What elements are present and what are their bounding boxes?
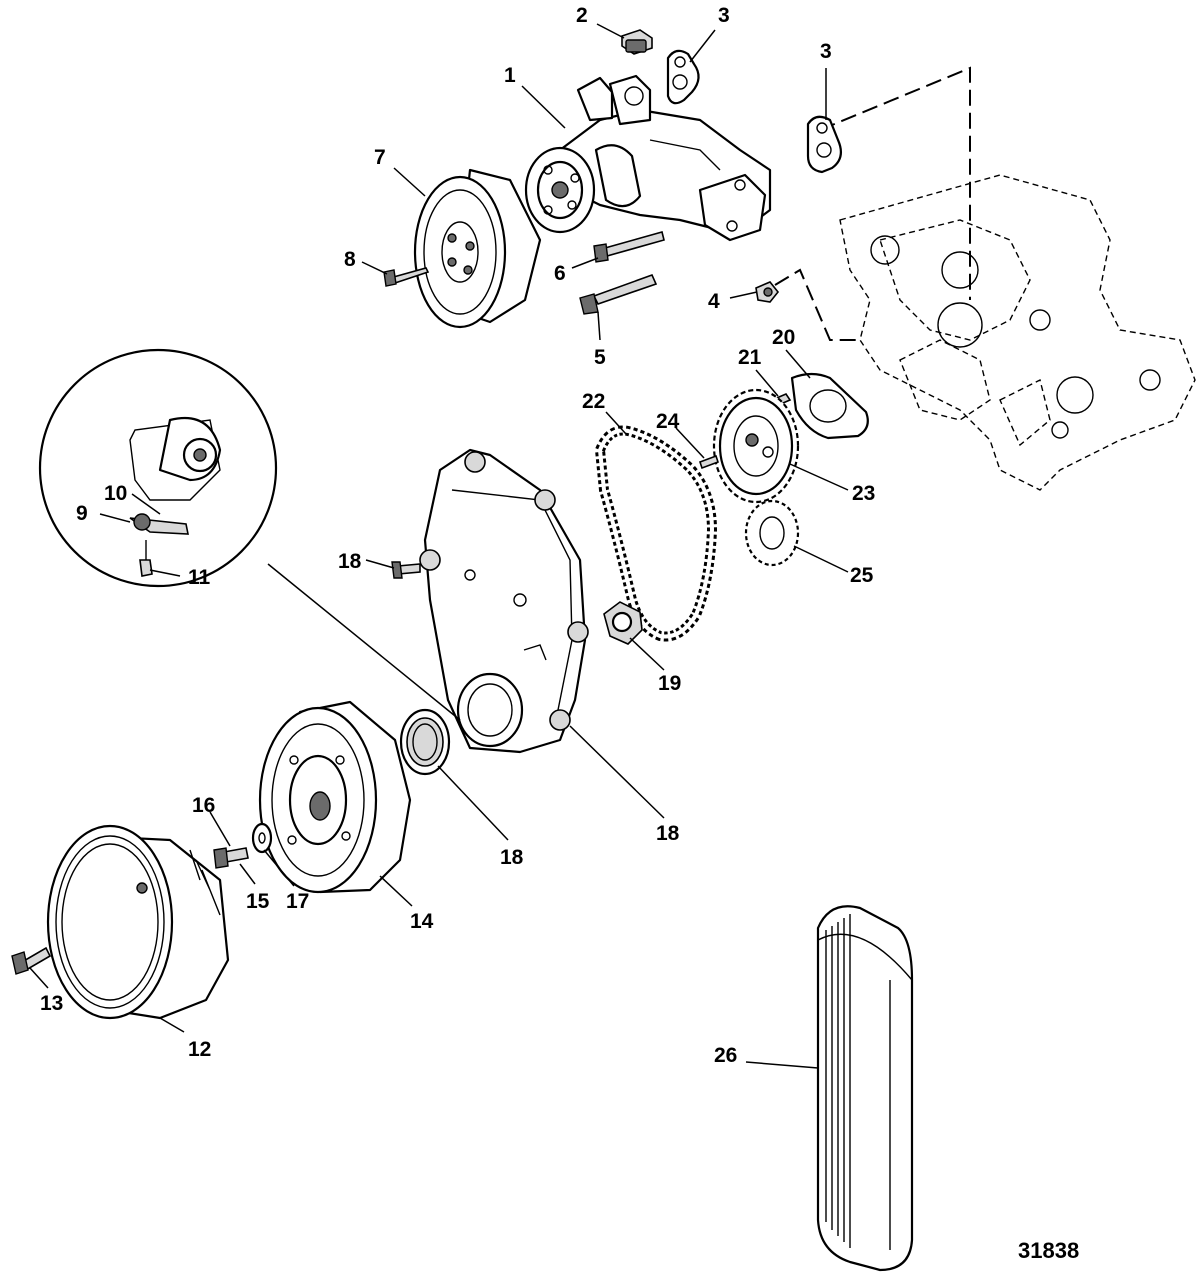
engine-block-outline xyxy=(839,174,1196,491)
alignment-line-nut xyxy=(774,268,860,341)
callout-22: 22 xyxy=(582,390,605,413)
callout-20: 20 xyxy=(772,326,795,349)
callout-18-cover: 18 xyxy=(656,822,680,845)
callout-17: 17 xyxy=(286,890,309,913)
callout-13: 13 xyxy=(40,992,63,1015)
callout-25: 25 xyxy=(850,564,874,587)
balancer-bolt xyxy=(213,847,249,869)
serpentine-belt xyxy=(816,905,914,1272)
leader-lines xyxy=(29,23,849,1069)
bracket-nut xyxy=(755,281,780,303)
callout-24: 24 xyxy=(656,410,680,433)
callout-labels: 1 2 3 3 4 5 6 7 8 9 10 11 12 13 14 15 16… xyxy=(40,4,875,1067)
balancer-washer xyxy=(251,822,273,854)
callout-14: 14 xyxy=(410,910,434,933)
callout-2: 2 xyxy=(576,4,588,27)
callout-18-bolt: 18 xyxy=(338,550,362,573)
callout-18-seal: 18 xyxy=(500,846,524,869)
callout-1: 1 xyxy=(504,64,516,87)
callout-11: 11 xyxy=(188,566,211,589)
callout-7: 7 xyxy=(374,146,386,169)
callout-6: 6 xyxy=(554,262,566,285)
callout-3-right: 3 xyxy=(820,40,832,63)
crank-pulley-bolt xyxy=(11,946,52,975)
front-cover xyxy=(419,448,589,754)
alignment-line-gasket xyxy=(819,66,971,300)
crankshaft-sprocket xyxy=(744,499,800,567)
front-cover-seal xyxy=(399,708,451,776)
callout-8: 8 xyxy=(344,248,356,271)
water-pump-pulley xyxy=(413,168,542,329)
front-cover-bolt xyxy=(391,561,421,579)
callout-16: 16 xyxy=(192,794,215,817)
sensor-inset-detail xyxy=(38,348,278,588)
water-pump-stud xyxy=(579,273,658,315)
callout-4: 4 xyxy=(708,290,720,313)
figure-number: 31838 xyxy=(1018,1238,1079,1263)
callout-19: 19 xyxy=(658,672,681,695)
camshaft-retainer-plate xyxy=(790,372,869,440)
callout-9: 9 xyxy=(76,502,88,525)
crankshaft-pulley xyxy=(46,824,230,1020)
pipe-plug xyxy=(621,29,653,55)
camshaft-sprocket xyxy=(712,388,800,504)
sprocket-bolt xyxy=(698,454,720,470)
harmonic-balancer xyxy=(258,700,412,894)
water-pump-bolt-short xyxy=(593,231,665,263)
callout-5: 5 xyxy=(594,346,606,369)
timing-chain xyxy=(594,425,718,642)
callout-12: 12 xyxy=(188,1038,211,1061)
oil-slinger xyxy=(603,601,643,645)
water-pump-gasket-right xyxy=(806,115,843,174)
callout-26: 26 xyxy=(714,1044,737,1067)
callout-21: 21 xyxy=(738,346,762,369)
water-pump xyxy=(524,74,772,242)
callout-23: 23 xyxy=(852,482,875,505)
water-pump-gasket-left xyxy=(666,49,700,105)
callout-3-top: 3 xyxy=(718,4,730,27)
callout-10: 10 xyxy=(104,482,127,505)
callout-15: 15 xyxy=(246,890,270,913)
